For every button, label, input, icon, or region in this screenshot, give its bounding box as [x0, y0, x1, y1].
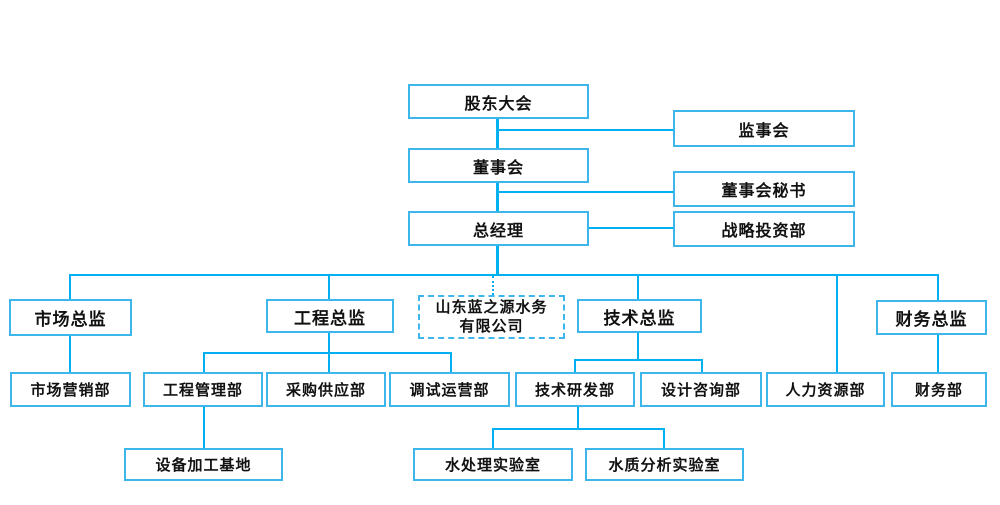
node-label: 董事会 [472, 159, 524, 177]
node-label: 财务总监 [895, 310, 968, 329]
node-shareholders-meeting: 股东大会 [408, 84, 589, 119]
node-general-manager: 总经理 [408, 211, 589, 246]
node-label: 市场营销部 [30, 382, 111, 399]
node-procurement-supply-dept: 采购供应部 [266, 372, 386, 407]
node-engineering-director: 工程总监 [266, 299, 394, 333]
node-tech-rd-dept: 技术研发部 [515, 372, 635, 407]
node-label: 工程管理部 [162, 382, 243, 399]
connector-spine-gm-main [496, 246, 499, 275]
node-label: 人力资源部 [785, 382, 866, 399]
company-name-line2: 有限公司 [459, 318, 524, 335]
connector-engineering-children [203, 352, 452, 354]
node-water-treatment-lab: 水处理实验室 [413, 448, 573, 481]
connector-engineering-mgmt-equipment [203, 407, 205, 449]
node-supervisory-board: 监事会 [673, 110, 855, 147]
connector-drop-finance-director [937, 274, 939, 301]
node-label: 财务部 [914, 382, 963, 399]
connector-drop-design-consulting [701, 359, 703, 373]
connector-spine-shareholders-board [496, 119, 499, 148]
node-marketing-director: 市场总监 [9, 299, 132, 336]
node-water-quality-analysis-lab: 水质分析实验室 [585, 448, 744, 481]
node-label: 董事会秘书 [721, 183, 807, 200]
connector-drop-tech-rd [574, 359, 576, 373]
node-label: 设备加工基地 [155, 457, 252, 474]
node-label: 股东大会 [464, 95, 533, 113]
node-label: 技术总监 [603, 308, 676, 328]
company-name-line1: 山东蓝之源水务 [435, 298, 548, 316]
node-label: 总经理 [472, 222, 524, 240]
node-marketing-dept: 市场营销部 [10, 372, 131, 407]
node-technical-director: 技术总监 [577, 299, 702, 333]
node-commissioning-ops-dept: 调试运营部 [389, 372, 510, 407]
connector-branch-strategic [589, 227, 673, 229]
connector-technical-director-down [637, 332, 639, 360]
node-company-name: 山东蓝之源水务 有限公司 [418, 295, 565, 339]
node-label: 市场总监 [34, 310, 107, 329]
connector-drop-commissioning [450, 352, 452, 373]
node-board-secretary: 董事会秘书 [673, 171, 855, 207]
connector-lab-children [492, 428, 664, 430]
connector-dotted-company [492, 276, 494, 295]
connector-main-horizontal [69, 274, 939, 276]
connector-drop-marketing-director [69, 274, 71, 300]
node-equipment-processing-base: 设备加工基地 [124, 448, 283, 481]
connector-finance-director-dept [937, 334, 939, 373]
node-design-consulting-dept: 设计咨询部 [640, 372, 762, 407]
node-label: 战略投资部 [721, 223, 807, 240]
connector-drop-hr-dept [836, 274, 838, 372]
node-label: 监事会 [738, 122, 790, 140]
connector-drop-technical-director [637, 274, 639, 300]
connector-branch-supervisory [497, 129, 673, 131]
node-label: 水质分析实验室 [608, 457, 721, 474]
connector-drop-engineering-director [328, 274, 330, 300]
connector-drop-engineering-mgmt [203, 352, 205, 373]
connector-branch-secretary [497, 191, 673, 193]
connector-spine-board-gm [496, 183, 499, 211]
node-label: 水处理实验室 [444, 457, 541, 474]
node-finance-director: 财务总监 [876, 300, 987, 335]
node-finance-dept: 财务部 [891, 372, 987, 407]
node-label: 采购供应部 [285, 382, 366, 399]
node-label: 工程总监 [294, 308, 366, 328]
node-label: 调试运营部 [409, 382, 490, 399]
node-label: 技术研发部 [534, 382, 615, 399]
connector-technical-children [574, 359, 703, 361]
node-engineering-mgmt-dept: 工程管理部 [143, 372, 263, 407]
connector-marketing-director-dept [69, 335, 71, 373]
connector-drop-water-quality-lab [663, 428, 665, 449]
node-strategic-investment-dept: 战略投资部 [673, 211, 855, 247]
node-board-of-directors: 董事会 [408, 148, 589, 183]
node-label: 设计咨询部 [660, 382, 741, 399]
connector-tech-rd-down [577, 407, 579, 429]
node-hr-dept: 人力资源部 [766, 372, 885, 407]
connector-drop-water-treatment-lab [492, 428, 494, 449]
